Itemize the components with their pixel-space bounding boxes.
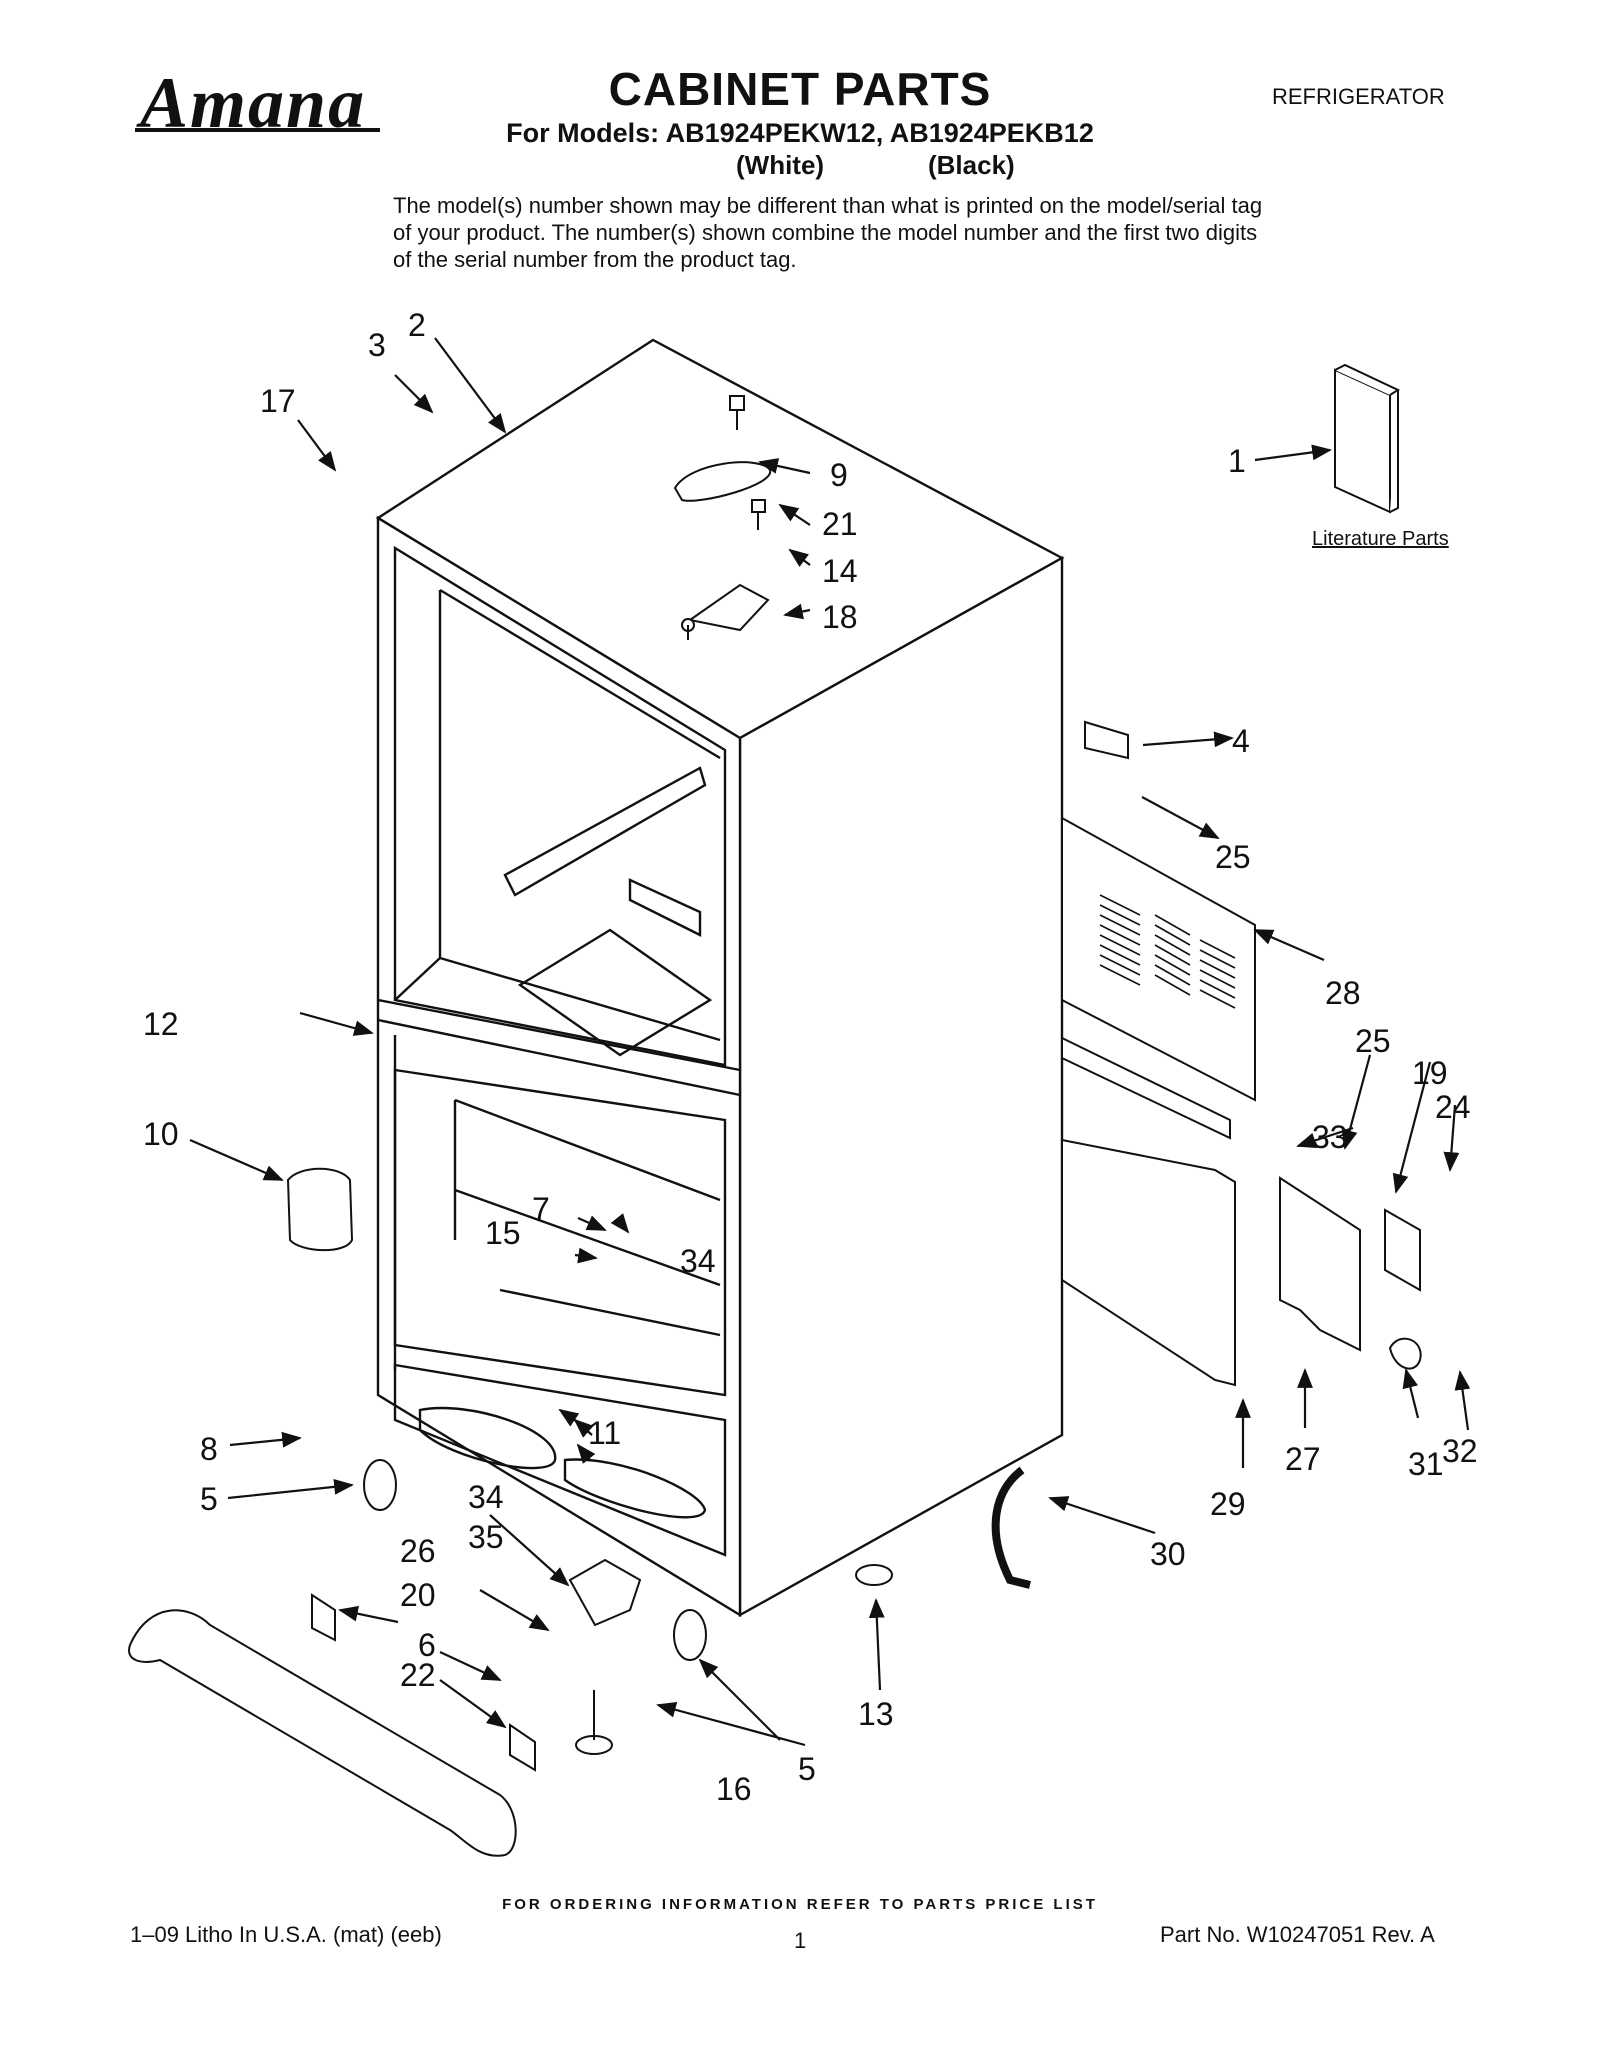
- callout-25b: 25: [1355, 1023, 1391, 1059]
- litho-info: 1–09 Litho In U.S.A. (mat) (eeb): [130, 1922, 442, 1947]
- callout-4: 4: [1232, 723, 1250, 759]
- callout-14: 14: [822, 553, 858, 589]
- callout-35: 35: [468, 1519, 504, 1555]
- callout-16: 16: [716, 1771, 752, 1807]
- callout-10: 10: [143, 1116, 179, 1152]
- document-type: REFRIGERATOR: [1272, 84, 1445, 109]
- callout-26: 26: [400, 1533, 436, 1569]
- callout-2: 2: [408, 307, 426, 343]
- exploded-parts-diagram: 1 2 3 4 5 5 6 7 8 9 10 11 12 13 14 15 16…: [128, 307, 1478, 1857]
- leader-arrows: [189, 337, 1471, 1747]
- callout-24: 24: [1435, 1089, 1471, 1125]
- callout-17: 17: [260, 383, 296, 419]
- callout-25a: 25: [1215, 839, 1251, 875]
- cabinet-body: [375, 338, 1065, 1618]
- callout-34b: 34: [468, 1479, 504, 1515]
- model-disclaimer: The model(s) number shown may be differe…: [393, 193, 1263, 272]
- ordering-note: FOR ORDERING INFORMATION REFER TO PARTS …: [502, 1896, 1098, 1913]
- callout-30: 30: [1150, 1536, 1186, 1572]
- callout-21: 21: [822, 506, 858, 542]
- brand-logo-underline: [135, 128, 380, 132]
- callout-labels: 1 2 3 4 5 5 6 7 8 9 10 11 12 13 14 15 16…: [143, 307, 1478, 1807]
- callout-15: 15: [485, 1215, 521, 1251]
- callout-28: 28: [1325, 975, 1361, 1011]
- callout-5b: 5: [798, 1751, 816, 1787]
- part-glyphs: [128, 363, 1422, 1857]
- callout-34a: 34: [680, 1243, 716, 1279]
- callout-13: 13: [858, 1696, 894, 1732]
- variant-white: (White): [736, 150, 825, 180]
- part-number: Part No. W10247051 Rev. A: [1160, 1922, 1435, 1947]
- callout-5a: 5: [200, 1481, 218, 1517]
- callout-11: 11: [588, 1415, 621, 1451]
- page-title: CABINET PARTS: [608, 63, 992, 115]
- callout-8: 8: [200, 1431, 218, 1467]
- callout-12: 12: [143, 1006, 179, 1042]
- callout-9: 9: [830, 457, 848, 493]
- top-hinge-assembly: [673, 395, 772, 640]
- callout-18: 18: [822, 599, 858, 635]
- callout-20: 20: [400, 1577, 436, 1613]
- callout-1: 1: [1228, 443, 1246, 479]
- callout-29: 29: [1210, 1486, 1246, 1522]
- callout-6: 6: [418, 1627, 436, 1663]
- models-line: For Models: AB1924PEKW12, AB1924PEKB12: [506, 118, 1094, 148]
- callout-27: 27: [1285, 1441, 1321, 1477]
- callout-22: 22: [400, 1657, 436, 1693]
- callout-7: 7: [532, 1191, 550, 1227]
- variant-black: (Black): [928, 150, 1015, 180]
- page-number: 1: [794, 1928, 807, 1953]
- callout-3: 3: [368, 327, 386, 363]
- callout-31: 31: [1408, 1446, 1444, 1482]
- callout-33: 33: [1312, 1119, 1348, 1155]
- literature-parts-caption: Literature Parts: [1312, 528, 1449, 550]
- callout-32: 32: [1442, 1433, 1478, 1469]
- callout-19: 19: [1412, 1055, 1448, 1091]
